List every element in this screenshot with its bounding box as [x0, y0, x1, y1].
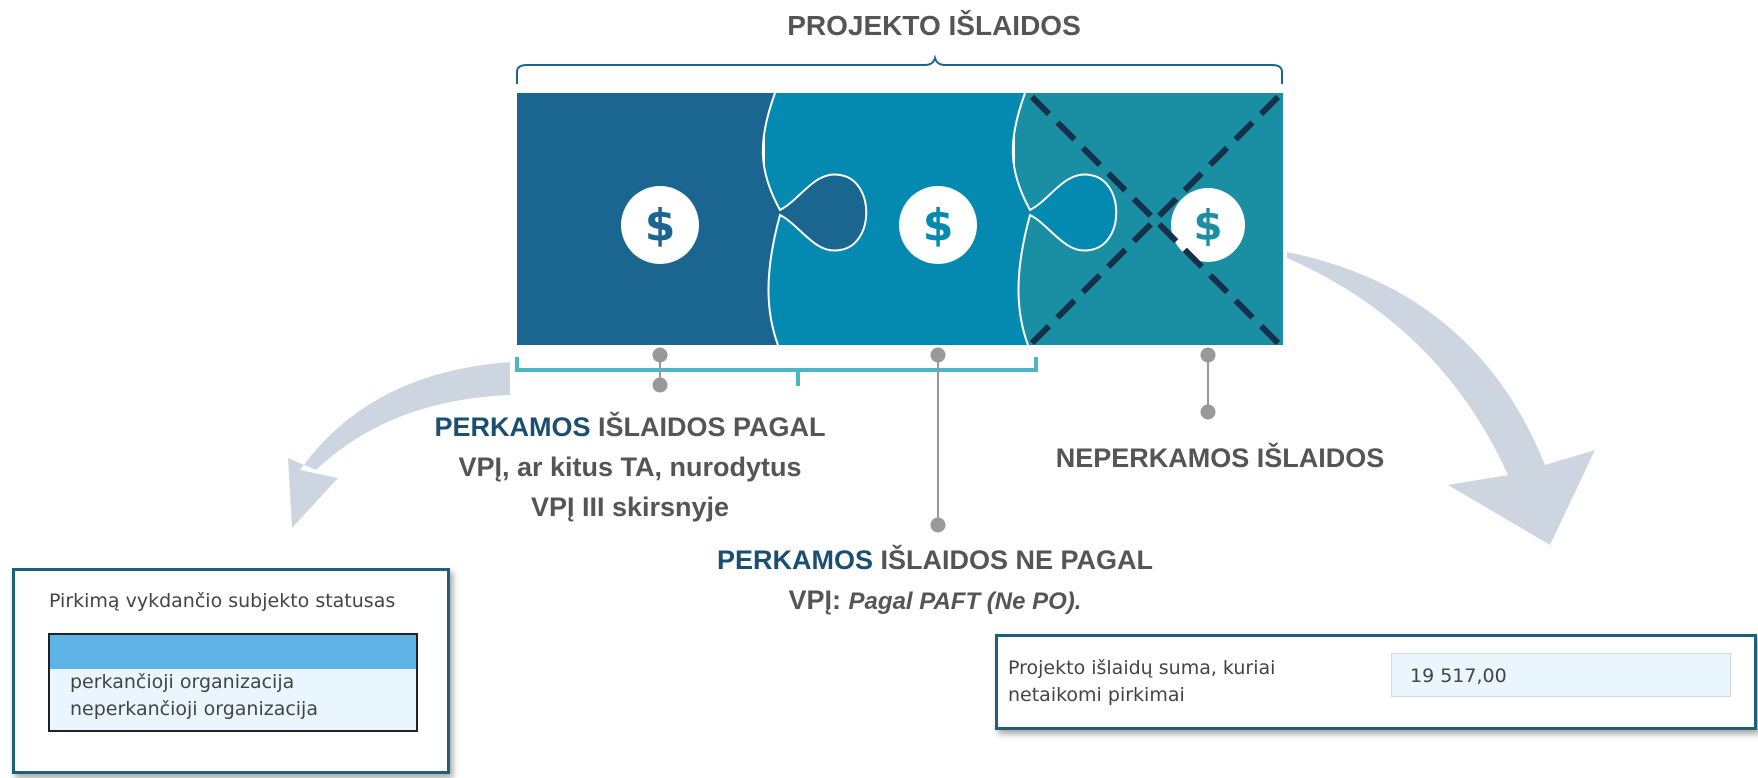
purchased-not-by-vpi-label: PERKAMOS IŠLAIDOS NE PAGAL VPĮ: Pagal PA… [716, 545, 1154, 615]
option-purchasing-organization[interactable]: perkančioji organizacija [70, 671, 295, 693]
subject-status-select[interactable]: perkančioji organizacija neperkančioji o… [48, 633, 418, 732]
purchased-bracket [515, 357, 1038, 386]
left-curved-arrow [288, 362, 510, 528]
option-non-purchasing-organization[interactable]: neperkančioji organizacija [70, 698, 318, 720]
total-bracket [516, 54, 1283, 84]
non-procurement-sum-form: Projekto išlaidų suma, kuriai netaikomi … [995, 634, 1757, 730]
non-purchased-label: NEPERKAMOS IŠLAIDOS [1055, 443, 1385, 473]
svg-text:$: $ [645, 200, 676, 251]
svg-text:$: $ [1193, 201, 1222, 250]
non-procurement-sum-caption: Projekto išlaidų suma, kuriai netaikomi … [1008, 657, 1276, 706]
subject-status-caption: Pirkimą vykdančio subjekto statusas [49, 590, 396, 612]
dollar-icon: $ [1171, 188, 1245, 262]
purchased-by-vpi-label: PERKAMOS IŠLAIDOS PAGAL VPĮ, ar kitus TA… [434, 412, 826, 522]
page-title: PROJEKTO IŠLAIDOS [787, 10, 1081, 41]
right-curved-arrow [1287, 252, 1595, 545]
cross-out-icon [1029, 94, 1281, 346]
selected-option-highlight[interactable] [50, 635, 416, 669]
dollar-icon: $ [899, 186, 977, 264]
non-procurement-sum-input[interactable]: 19 517,00 [1391, 653, 1731, 697]
dollar-icon: $ [621, 186, 699, 264]
connector-pins [652, 347, 1216, 533]
svg-text:$: $ [923, 200, 954, 251]
subject-status-form: Pirkimą vykdančio subjekto statusas perk… [12, 568, 450, 774]
